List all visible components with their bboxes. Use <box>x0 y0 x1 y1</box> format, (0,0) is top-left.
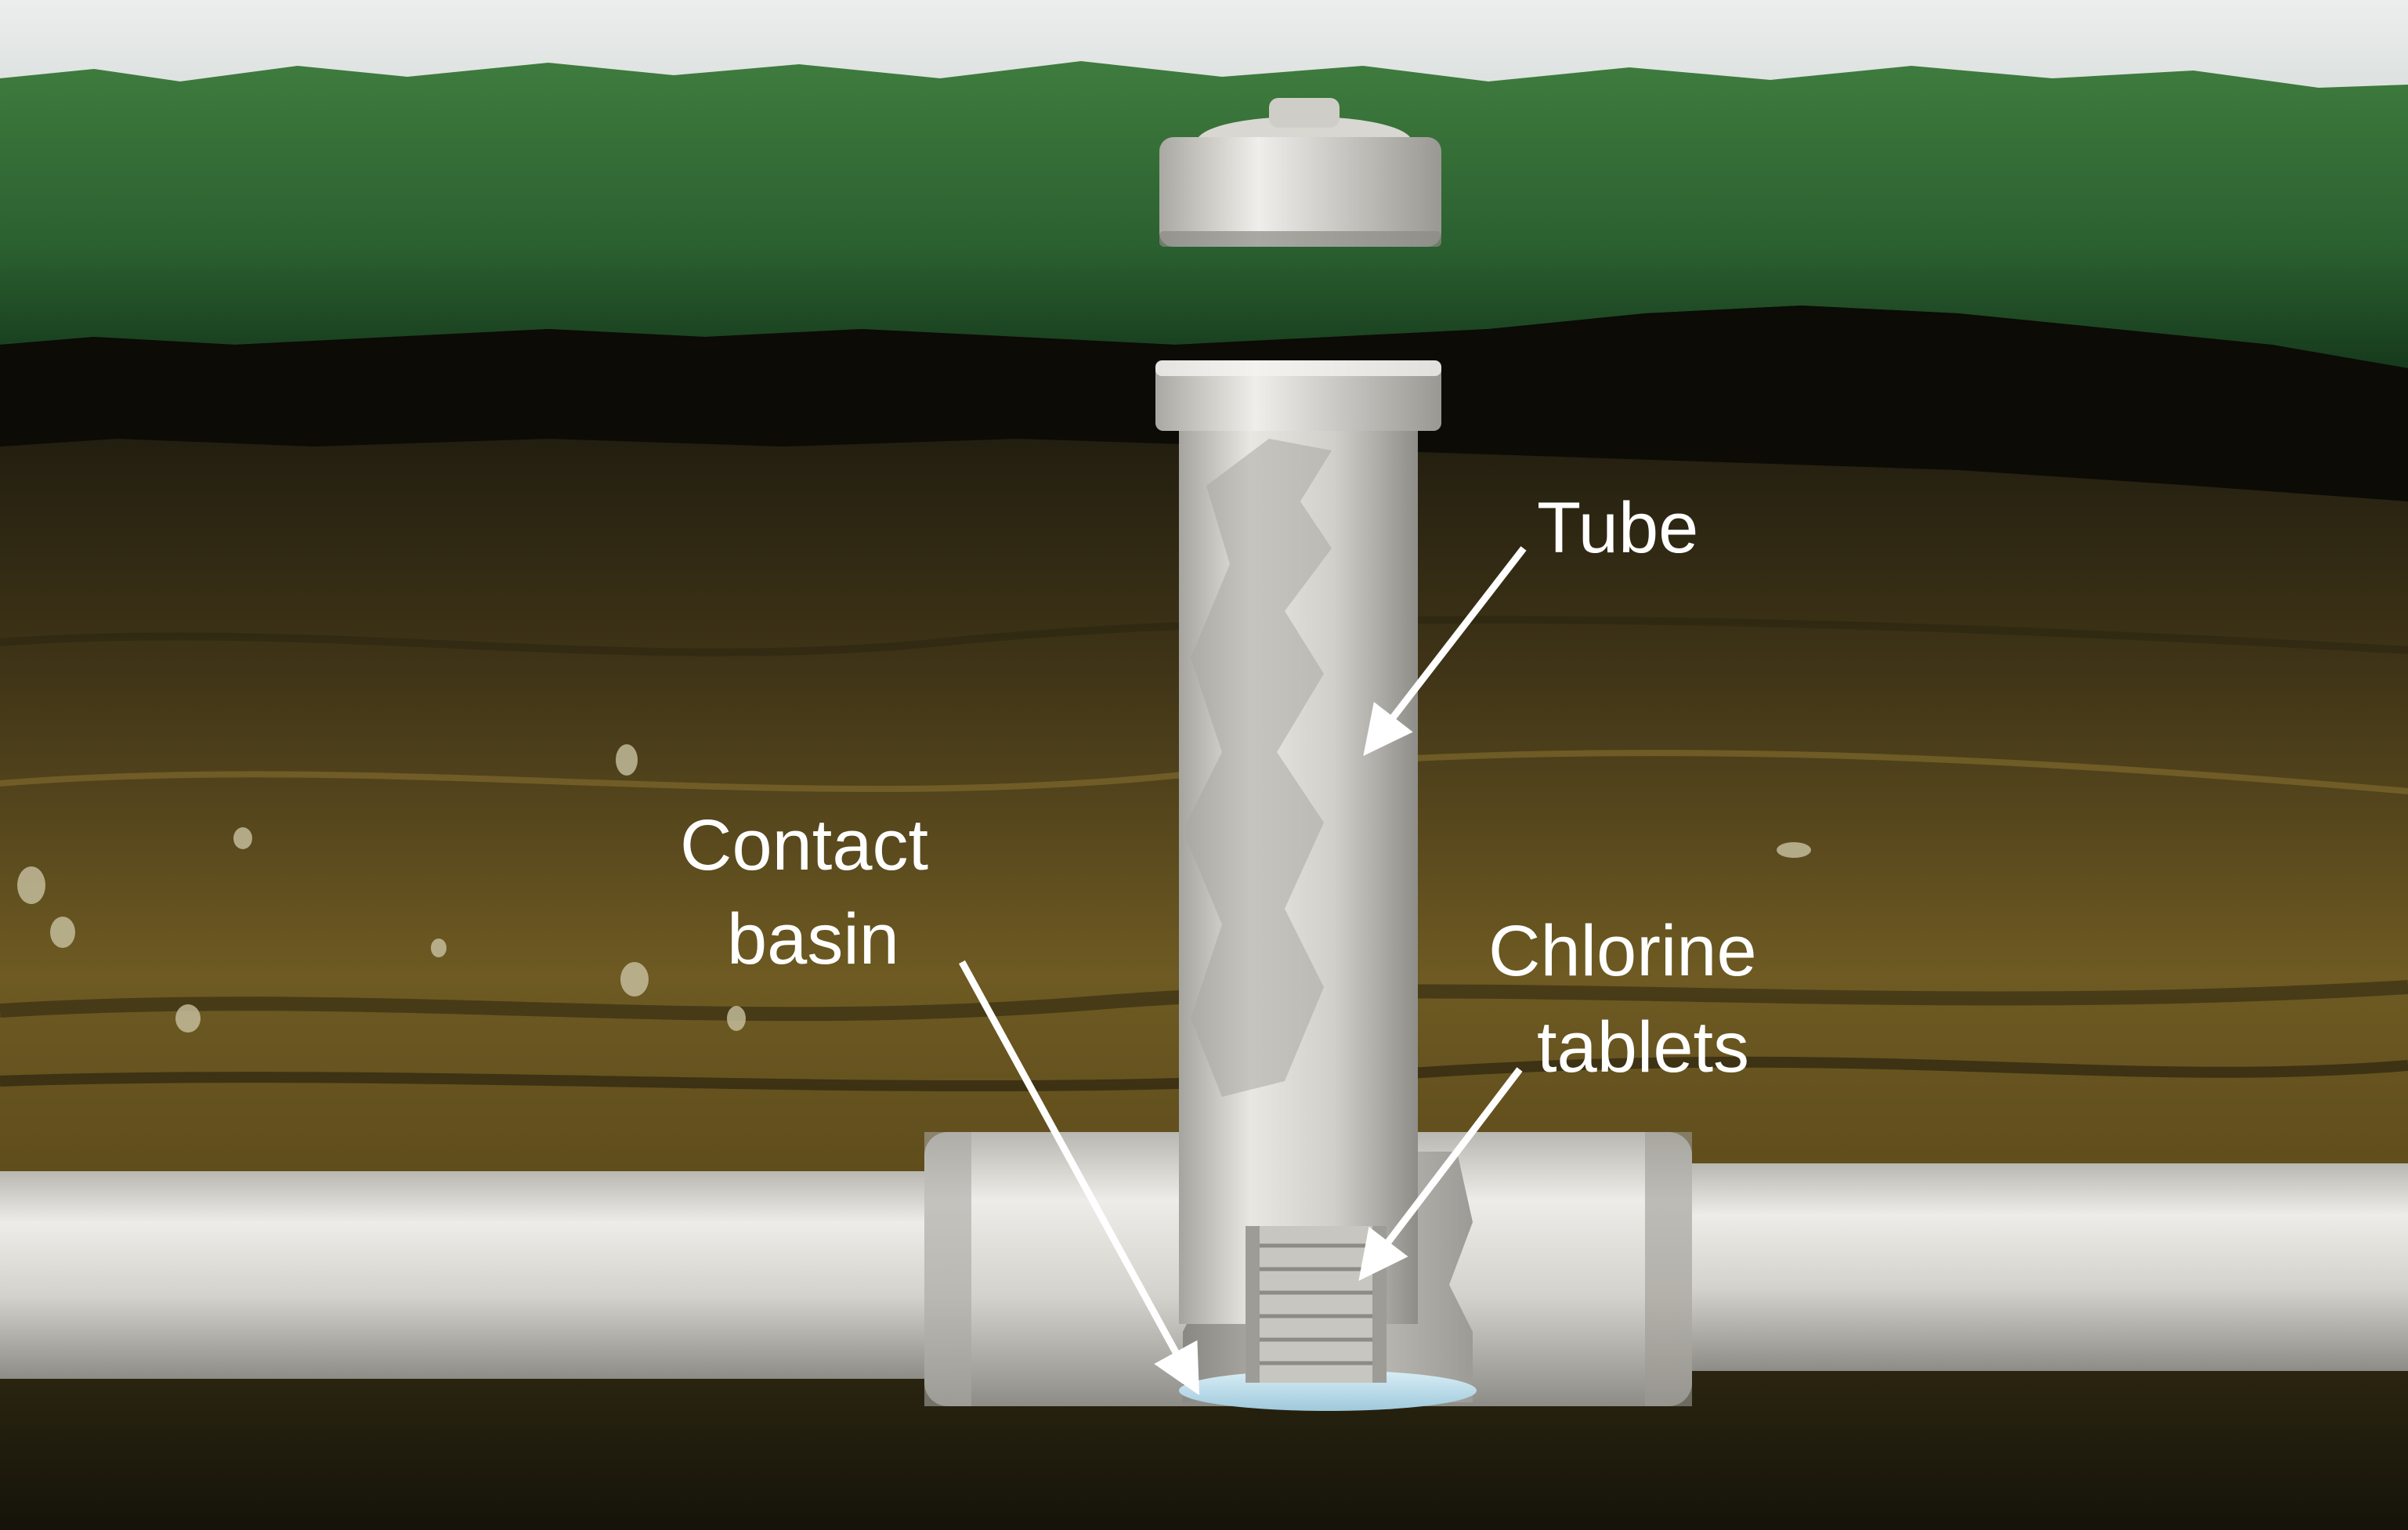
label-tube: Tube <box>1537 488 1698 568</box>
label-chlorine-tablets-line2: tablets <box>1537 1007 1749 1087</box>
tube-cap <box>1159 98 1441 247</box>
tube <box>1155 360 1441 1324</box>
label-contact-basin-line1: Contact <box>680 805 928 885</box>
label-contact-basin-line2: basin <box>727 899 899 979</box>
pebbles <box>17 744 1811 1033</box>
label-chlorine-tablets-line1: Chlorine <box>1488 911 1757 991</box>
annotation-arrows <box>959 546 1527 1396</box>
contact-basin-arrow <box>959 960 1200 1396</box>
tube-arrow <box>1363 546 1527 756</box>
pipe-left <box>0 1171 971 1379</box>
pipe-right <box>1653 1163 2408 1371</box>
chlorine-tablets-arrow <box>1358 1067 1523 1282</box>
labels: Tube Contact basin Chlorine tablets <box>680 488 1757 1087</box>
chlorine-tablets <box>1246 1226 1387 1383</box>
